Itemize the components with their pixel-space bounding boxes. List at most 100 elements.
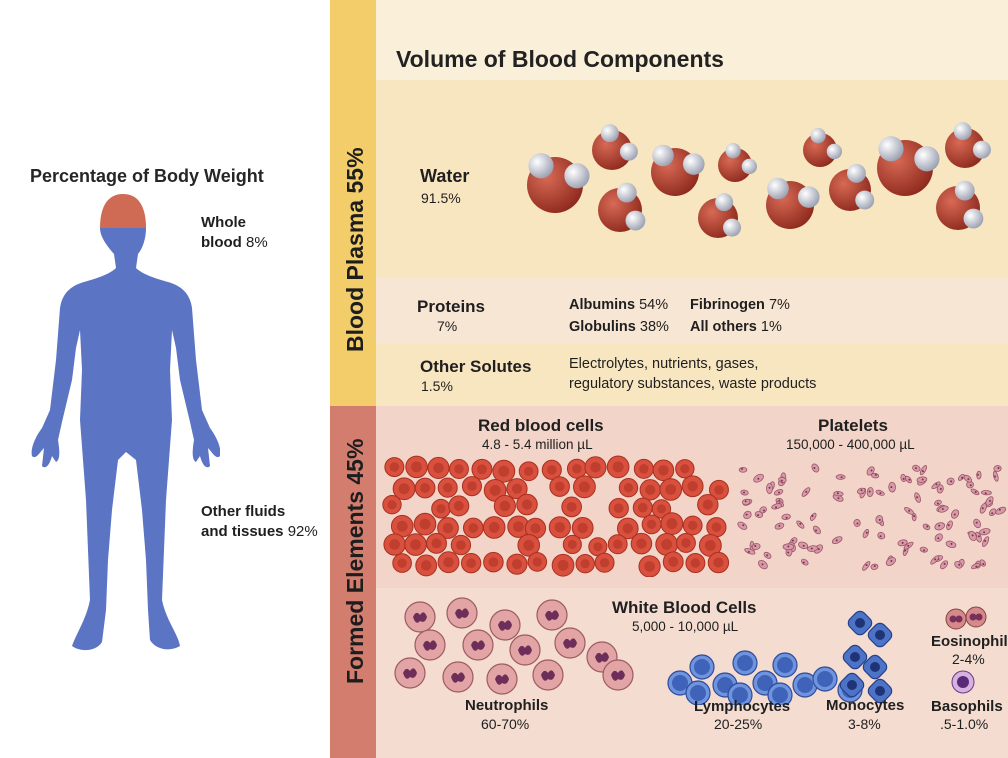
platelet: [992, 470, 999, 482]
red-blood-cell: [594, 552, 615, 573]
platelet: [919, 546, 928, 553]
platelet: [766, 483, 773, 494]
red-blood-cell: [608, 498, 629, 519]
platelet: [798, 541, 809, 550]
red-blood-cell: [414, 477, 436, 499]
neutrophil: [509, 634, 541, 666]
whole-blood-label: Whole blood 8%: [201, 213, 268, 253]
red-blood-cell: [651, 499, 672, 519]
lymphocyte: [685, 680, 711, 705]
other-fluids-label-2: and tissues: [201, 523, 284, 540]
globulins-pct: 38%: [639, 319, 669, 335]
proteins-band: [376, 278, 1008, 344]
whole-blood-head-region: [100, 194, 146, 228]
red-blood-cell: [698, 534, 722, 557]
eosinophil: [965, 606, 987, 628]
platelet: [974, 531, 982, 543]
platelet: [982, 536, 990, 548]
platelet: [744, 547, 756, 555]
solutes-label: Other Solutes: [420, 357, 532, 376]
red-blood-cell: [483, 478, 507, 502]
red-blood-cell: [471, 458, 493, 480]
water-molecule: [698, 193, 742, 238]
neutrophil: [414, 629, 446, 661]
rbc-label: Red blood cells: [478, 416, 604, 435]
red-blood-cell: [383, 533, 406, 556]
water-molecule: [877, 136, 940, 196]
monocytes-label: Monocytes: [826, 697, 905, 714]
monocyte: [839, 672, 865, 698]
platelet: [985, 496, 994, 506]
platelet: [934, 522, 946, 531]
other-fluids-pct: 92%: [287, 523, 318, 540]
red-blood-cell: [706, 517, 727, 538]
platelet: [919, 465, 928, 476]
red-blood-cells-illustration: [382, 455, 730, 577]
platelet: [945, 540, 957, 549]
red-blood-cell: [548, 516, 571, 539]
fibrinogen-item: Fibrinogen 7%: [690, 297, 790, 313]
platelet: [989, 508, 997, 517]
water-molecules-illustration: [527, 122, 991, 238]
platelet: [931, 481, 941, 490]
globulins-item: Globulins 38%: [569, 319, 669, 335]
red-blood-cell: [652, 459, 675, 482]
platelet: [888, 481, 896, 493]
platelet: [738, 466, 748, 473]
red-blood-cell: [630, 532, 653, 555]
lymphocyte: [792, 672, 818, 698]
platelet: [737, 521, 748, 530]
neutrophil: [394, 657, 426, 689]
platelet: [778, 476, 787, 483]
water-molecule: [598, 182, 646, 232]
red-blood-cell: [655, 533, 679, 556]
wbc-label: White Blood Cells: [612, 598, 757, 617]
red-blood-cell: [460, 552, 482, 574]
red-blood-cell: [382, 495, 402, 515]
red-blood-cell: [461, 476, 482, 497]
red-blood-cell: [426, 532, 447, 554]
platelet: [973, 518, 981, 529]
red-blood-cell: [633, 458, 654, 479]
basophils-pct: .5-1.0%: [940, 716, 989, 732]
monocyte: [862, 654, 888, 680]
rbc-range: 4.8 - 5.4 million µL: [482, 437, 593, 452]
neutrophil: [602, 659, 634, 691]
platelet: [782, 543, 795, 551]
platelet: [862, 529, 870, 539]
red-blood-cell: [641, 514, 662, 535]
red-blood-cell: [448, 495, 470, 517]
neutrophil: [486, 663, 518, 695]
platelet: [980, 490, 992, 496]
platelets-illustration: [737, 463, 1007, 571]
body-silhouette: [31, 228, 220, 651]
water-molecule: [766, 177, 820, 229]
lymphocyte: [767, 682, 793, 705]
platelet: [897, 539, 908, 547]
albumins-label: Albumins: [569, 297, 636, 313]
platelet: [877, 532, 886, 540]
platelet: [938, 505, 949, 513]
water-label: Water: [420, 166, 470, 186]
red-blood-cell: [516, 493, 538, 516]
red-blood-cell: [607, 534, 628, 555]
platelet: [771, 503, 782, 510]
platelet: [971, 563, 980, 570]
red-blood-cell: [384, 457, 405, 478]
platelet: [853, 519, 861, 527]
monocyte: [842, 644, 868, 670]
red-blood-cell: [437, 517, 459, 539]
red-blood-cell: [492, 459, 516, 483]
platelet: [978, 528, 991, 536]
platelet: [774, 522, 785, 530]
lymphocyte: [689, 654, 715, 680]
platelet: [979, 503, 987, 514]
platelet: [741, 498, 751, 506]
water-molecule: [718, 143, 758, 182]
platelet: [807, 545, 819, 552]
platelet: [875, 489, 885, 496]
platelet: [773, 489, 784, 496]
platelet: [835, 474, 846, 480]
platelet: [870, 472, 880, 479]
platelet: [833, 491, 844, 497]
